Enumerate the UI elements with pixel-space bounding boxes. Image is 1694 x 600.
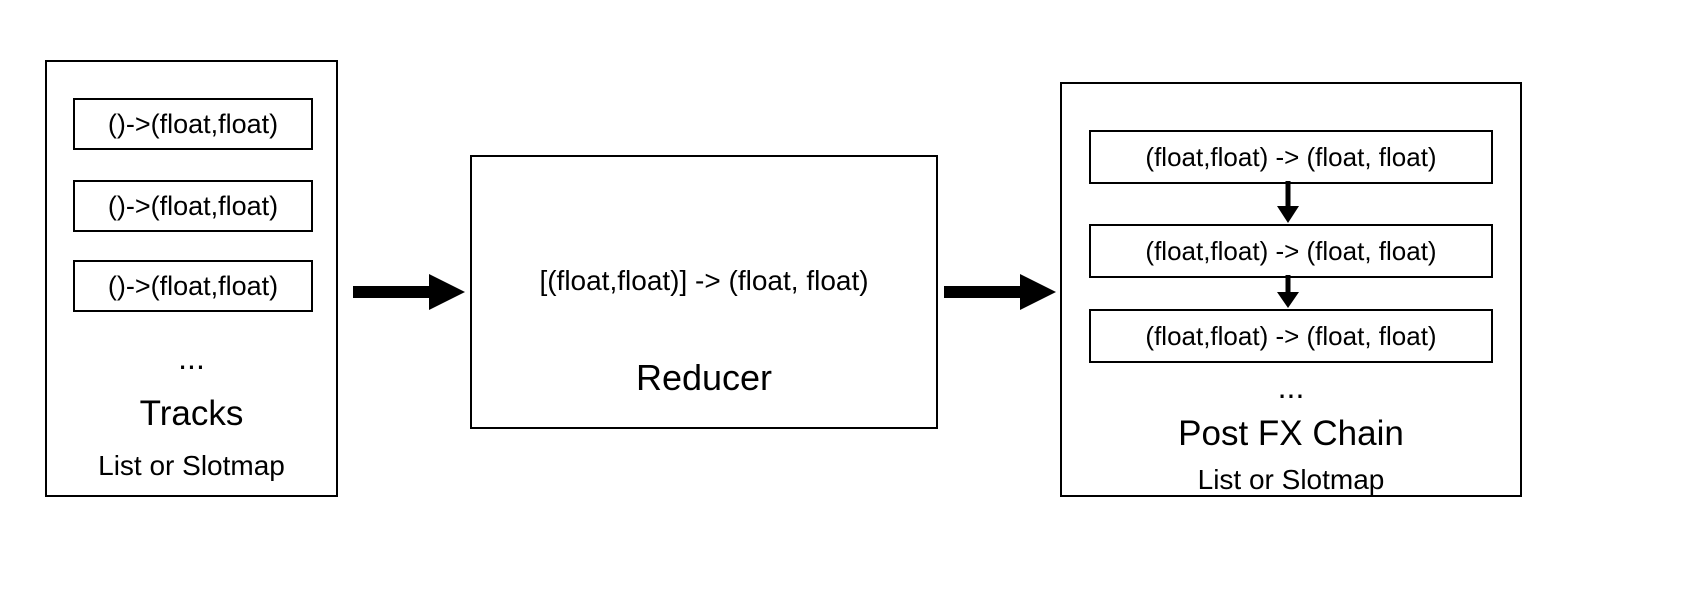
reducer-title: Reducer xyxy=(635,357,773,398)
fx-signature-text: (float,float) -> (float, float) xyxy=(1145,235,1437,266)
fx-signature-box: (float,float) -> (float, float) xyxy=(1089,130,1493,184)
postfx-subtitle: List or Slotmap xyxy=(1197,464,1385,495)
postfx-box: (float,float) -> (float, float) (float,f… xyxy=(1060,82,1522,497)
track-signature-text: ()->(float,float) xyxy=(107,108,279,139)
fx-signature-box: (float,float) -> (float, float) xyxy=(1089,309,1493,363)
track-signature-text: ()->(float,float) xyxy=(107,190,279,221)
postfx-ellipsis: ... xyxy=(1277,369,1305,405)
arrow-fx1-to-fx2-icon xyxy=(1277,181,1299,223)
tracks-box: ()->(float,float) ()->(float,float) ()->… xyxy=(45,60,338,497)
postfx-title: Post FX Chain xyxy=(1178,414,1404,453)
fx-signature-text: (float,float) -> (float, float) xyxy=(1145,141,1437,172)
reducer-signature: [(float,float)] -> (float, float) xyxy=(539,265,869,296)
tracks-ellipsis: ... xyxy=(178,340,205,376)
fx-signature-box: (float,float) -> (float, float) xyxy=(1089,224,1493,278)
fx-signature-text: (float,float) -> (float, float) xyxy=(1145,320,1437,351)
arrow-reducer-to-postfx-icon xyxy=(944,274,1056,310)
arrow-fx2-to-fx3-icon xyxy=(1277,275,1299,308)
tracks-title: Tracks xyxy=(139,394,244,433)
tracks-subtitle: List or Slotmap xyxy=(98,450,285,481)
track-signature-box: ()->(float,float) xyxy=(73,180,313,232)
track-signature-box: ()->(float,float) xyxy=(73,98,313,150)
arrow-tracks-to-reducer-icon xyxy=(353,274,465,310)
reducer-box: [(float,float)] -> (float, float) Reduce… xyxy=(470,155,938,429)
track-signature-box: ()->(float,float) xyxy=(73,260,313,312)
track-signature-text: ()->(float,float) xyxy=(107,270,279,301)
